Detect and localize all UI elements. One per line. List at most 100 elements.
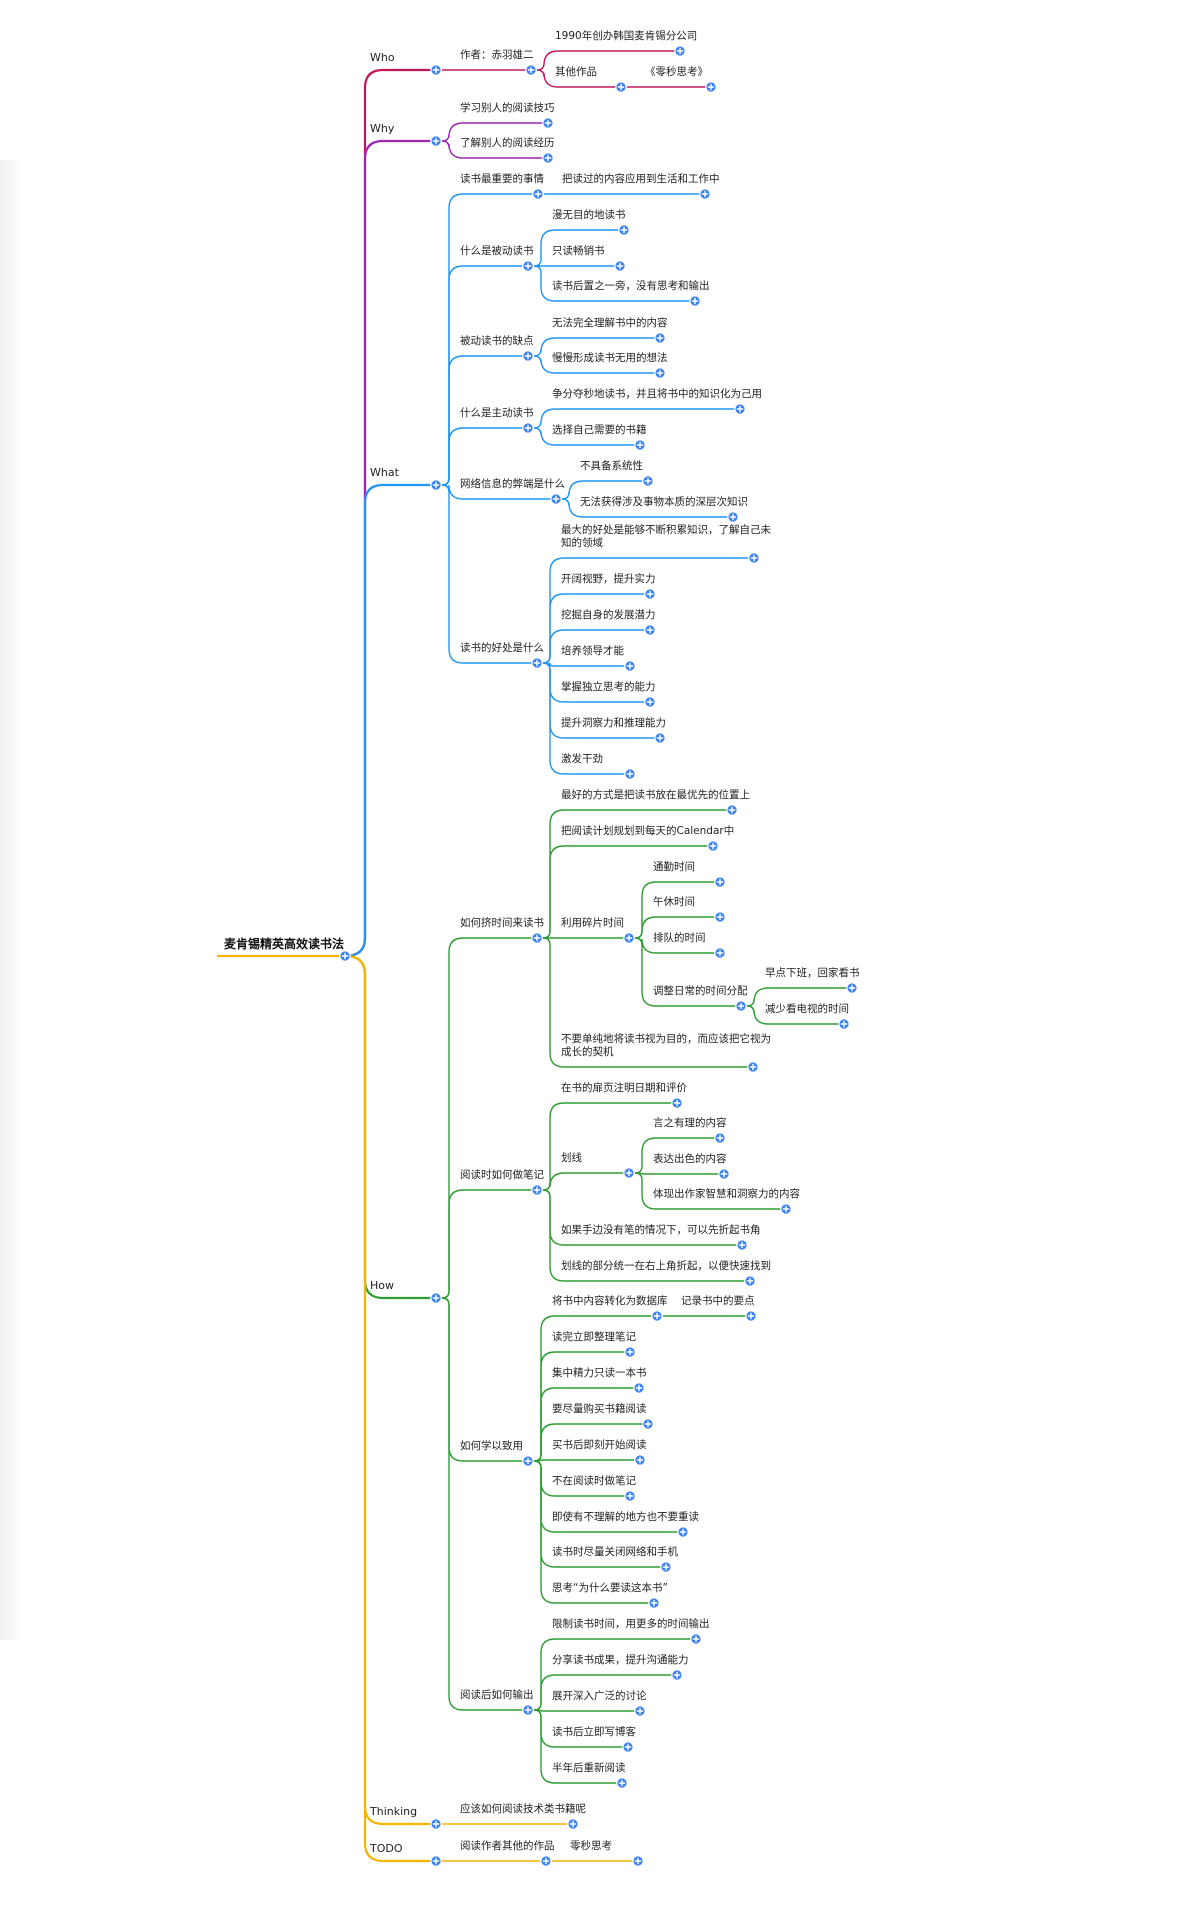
node-3-0-1-edge xyxy=(542,845,713,939)
node-3-0-1-label: 把阅读计划规划到每天的Calendar中 xyxy=(561,824,734,837)
root-title: 麦肯锡精英高效读书法 xyxy=(224,936,344,951)
node-1-1-knob[interactable] xyxy=(542,152,554,164)
node-2-3-1-edge xyxy=(533,427,640,446)
node-3-3-0-knob[interactable] xyxy=(690,1633,702,1645)
node-0-0-1-knob[interactable] xyxy=(615,81,627,93)
node-3-2-8-knob[interactable] xyxy=(648,1597,660,1609)
node-3-0-2-3-0-knob[interactable] xyxy=(846,982,858,994)
node-2-5-6-knob[interactable] xyxy=(624,768,636,780)
branch-what-knob[interactable] xyxy=(430,479,442,491)
node-3-0-2-3-1-knob[interactable] xyxy=(838,1018,850,1030)
node-2-5-3-knob[interactable] xyxy=(624,660,636,672)
node-0-0-0-edge xyxy=(536,50,680,71)
node-2-0-knob[interactable] xyxy=(532,188,544,200)
node-3-1-1-0-knob[interactable] xyxy=(714,1132,726,1144)
node-2-0-0-label: 把读过的内容应用到生活和工作中 xyxy=(562,172,720,185)
branch-why-label: Why xyxy=(370,122,395,135)
node-3-0-2-2-knob[interactable] xyxy=(714,947,726,959)
node-0-0-knob[interactable] xyxy=(525,64,537,76)
node-3-1-1-2-label: 体现出作家智慧和洞察力的内容 xyxy=(653,1187,800,1200)
node-2-1-2-knob[interactable] xyxy=(689,295,701,307)
node-2-2-knob[interactable] xyxy=(522,350,534,362)
node-3-0-2-label: 利用碎片时间 xyxy=(561,916,624,929)
node-2-5-5-knob[interactable] xyxy=(654,732,666,744)
node-3-0-2-3-knob[interactable] xyxy=(735,1000,747,1012)
node-3-1-knob[interactable] xyxy=(531,1184,543,1196)
node-3-1-1-1-knob[interactable] xyxy=(718,1168,730,1180)
node-2-3-knob[interactable] xyxy=(522,422,534,434)
node-0-0-0-knob[interactable] xyxy=(674,45,686,57)
node-3-1-1-2-knob[interactable] xyxy=(780,1203,792,1215)
branch-how-knob[interactable] xyxy=(430,1292,442,1304)
node-2-4-0-knob[interactable] xyxy=(642,475,654,487)
node-3-2-0-knob[interactable] xyxy=(651,1310,663,1322)
node-3-2-8-edge xyxy=(533,1460,654,1604)
branch-who-knob[interactable] xyxy=(430,64,442,76)
branch-thinking-label: Thinking xyxy=(369,1805,417,1818)
node-3-1-0-knob[interactable] xyxy=(671,1097,683,1109)
node-3-2-3-knob[interactable] xyxy=(642,1418,654,1430)
node-3-0-1-knob[interactable] xyxy=(707,840,719,852)
node-3-0-knob[interactable] xyxy=(531,932,543,944)
root-knob[interactable] xyxy=(339,950,351,962)
node-5-0-knob[interactable] xyxy=(540,1855,552,1867)
node-2-1-1-knob[interactable] xyxy=(614,260,626,272)
node-3-2-4-knob[interactable] xyxy=(634,1454,646,1466)
node-3-2-7-knob[interactable] xyxy=(660,1561,672,1573)
branch-why-knob[interactable] xyxy=(430,135,442,147)
node-3-1-2-knob[interactable] xyxy=(736,1239,748,1251)
node-2-5-0-knob[interactable] xyxy=(748,552,760,564)
node-3-2-0-0-knob[interactable] xyxy=(745,1310,757,1322)
node-0-0-1-0-knob[interactable] xyxy=(705,81,717,93)
node-2-4-1-knob[interactable] xyxy=(727,511,739,523)
node-2-5-edge xyxy=(441,484,537,664)
node-3-3-3-knob[interactable] xyxy=(622,1741,634,1753)
node-3-0-0-knob[interactable] xyxy=(726,804,738,816)
node-3-0-3-knob[interactable] xyxy=(747,1061,759,1073)
node-3-3-2-knob[interactable] xyxy=(634,1705,646,1717)
node-3-0-2-1-knob[interactable] xyxy=(714,911,726,923)
node-3-0-3-edge xyxy=(542,937,753,1068)
node-1-0-edge xyxy=(441,122,548,142)
node-3-2-2-knob[interactable] xyxy=(633,1382,645,1394)
node-3-0-2-knob[interactable] xyxy=(623,932,635,944)
node-3-3-4-knob[interactable] xyxy=(616,1777,628,1789)
node-2-5-knob[interactable] xyxy=(531,657,543,669)
node-3-1-3-knob[interactable] xyxy=(744,1275,756,1287)
branch-todo-knob[interactable] xyxy=(430,1855,442,1867)
node-2-2-0-knob[interactable] xyxy=(654,332,666,344)
node-3-1-edge xyxy=(441,1189,537,1299)
node-3-2-5-knob[interactable] xyxy=(624,1490,636,1502)
node-3-3-1-knob[interactable] xyxy=(671,1669,683,1681)
node-2-3-0-knob[interactable] xyxy=(734,403,746,415)
node-3-2-6-knob[interactable] xyxy=(677,1526,689,1538)
node-2-4-knob[interactable] xyxy=(550,493,562,505)
node-2-5-2-knob[interactable] xyxy=(644,624,656,636)
node-1-0-knob[interactable] xyxy=(542,117,554,129)
connector-lines xyxy=(217,50,852,1863)
node-2-1-0-knob[interactable] xyxy=(618,224,630,236)
node-5-0-0-knob[interactable] xyxy=(632,1855,644,1867)
node-3-0-2-3-1-label: 减少看电视的时间 xyxy=(765,1002,849,1015)
node-3-1-1-knob[interactable] xyxy=(623,1167,635,1179)
node-2-5-1-knob[interactable] xyxy=(644,588,656,600)
node-3-3-knob[interactable] xyxy=(522,1704,534,1716)
node-3-0-2-1-edge xyxy=(634,916,720,939)
node-2-4-0-edge xyxy=(561,480,648,500)
node-2-2-1-knob[interactable] xyxy=(654,367,666,379)
node-2-3-1-knob[interactable] xyxy=(634,439,646,451)
node-3-0-2-0-knob[interactable] xyxy=(714,876,726,888)
node-4-0-knob[interactable] xyxy=(567,1818,579,1830)
branch-thinking-knob[interactable] xyxy=(430,1818,442,1830)
node-3-2-1-knob[interactable] xyxy=(624,1346,636,1358)
node-2-5-4-knob[interactable] xyxy=(644,696,656,708)
node-3-2-knob[interactable] xyxy=(522,1455,534,1467)
node-2-4-label: 网络信息的弊端是什么 xyxy=(460,477,565,490)
node-2-0-0-knob[interactable] xyxy=(699,188,711,200)
node-2-1-knob[interactable] xyxy=(522,260,534,272)
node-3-3-4-edge xyxy=(533,1709,622,1784)
node-3-2-3-edge xyxy=(533,1423,648,1462)
branch-how-label: How xyxy=(370,1279,394,1292)
